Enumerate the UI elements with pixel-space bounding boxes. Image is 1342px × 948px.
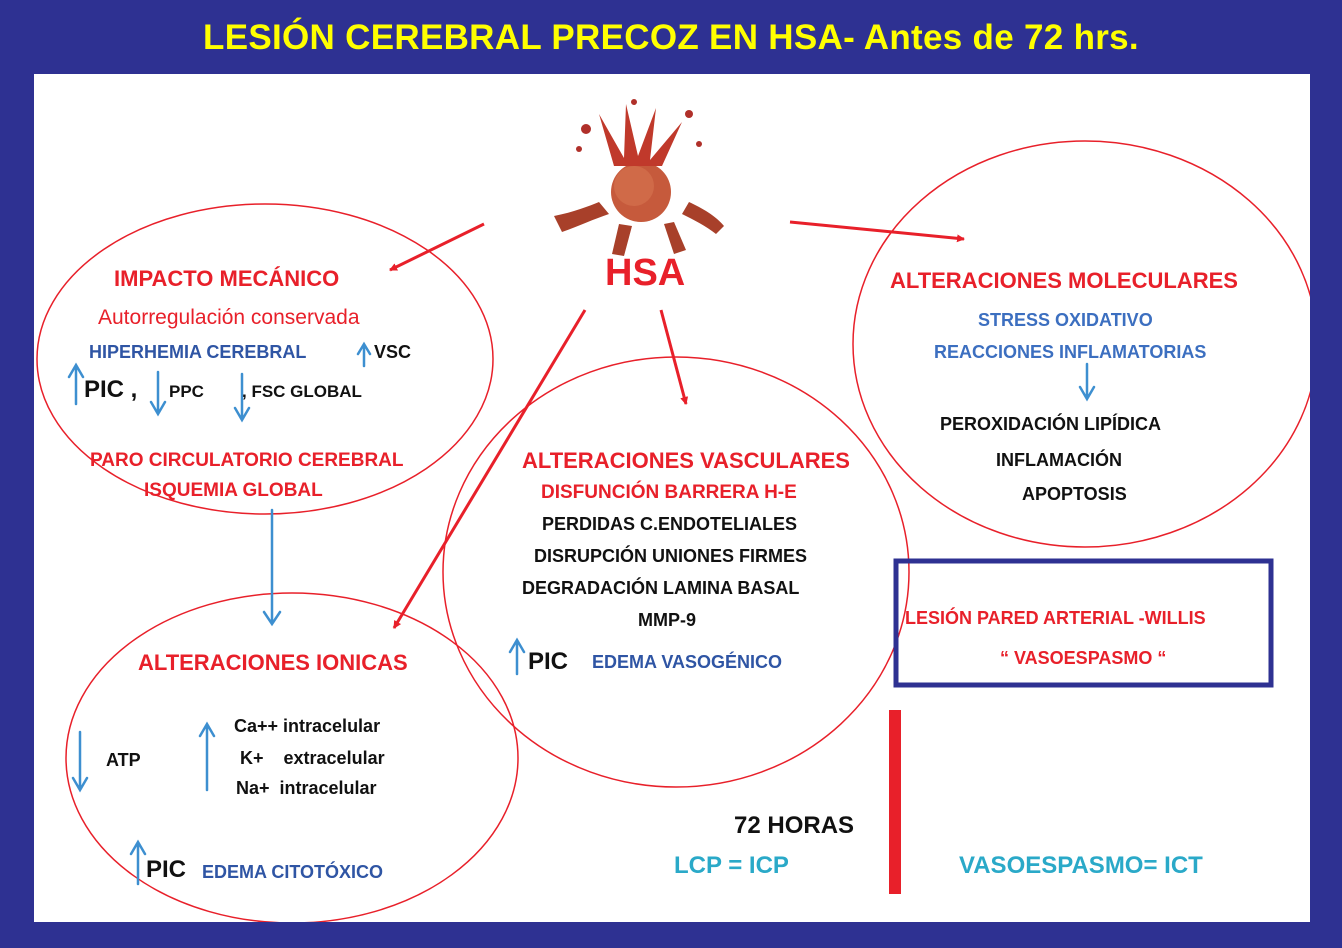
diagram-canvas: HSA IMPACTO MECÁNICO Autorregulación con… [34,74,1310,922]
timeline-vasoespasmo: VASOESPASMO= ICT [959,852,1203,879]
ionicas-atp: ATP [106,750,141,770]
moleculares-ellipse [852,140,1310,548]
moleculares-reacciones: REACCIONES INFLAMATORIAS [934,342,1207,362]
hsa-label: HSA [605,252,686,294]
mecanico-heading: IMPACTO MECÁNICO [114,266,340,291]
ionicas-pic-up-arrow [129,839,147,886]
moleculares-item-1: PEROXIDACIÓN LIPÍDICA [940,414,1162,434]
blue-indicator-arrows [67,341,1096,886]
moleculares-down-arrow [1078,362,1096,402]
moleculares-item-2: INFLAMACIÓN [996,450,1122,470]
arrow-hsa-to-moleculares [789,220,965,243]
mecanico-hiperhemia: HIPERHEMIA CEREBRAL [89,342,307,362]
timeline-horas: 72 HORAS [734,812,855,839]
vasculares-disfuncion: DISFUNCIÓN BARRERA H-E [541,482,797,503]
mecanico-vsc: VSC [374,342,412,362]
vasculares-item-2: DISRUPCIÓN UNIONES FIRMES [534,546,808,566]
vasculares-ellipse [442,356,910,788]
mecanico-ellipse [36,203,494,515]
pared-arterial-box [893,558,1274,688]
moleculares-stress: STRESS OXIDATIVO [978,310,1153,330]
mecanico-paro: PARO CIRCULATORIO CEREBRAL [90,450,404,471]
ionicas-k: K+ extracelular [240,748,385,768]
pic-up-arrow [67,362,85,406]
pared-line-1: LESIÓN PARED ARTERIAL -WILLIS [905,608,1206,628]
page-title: LESIÓN CEREBRAL PRECOZ EN HSA- Antes de … [203,18,1139,57]
moleculares-heading: ALTERACIONES MOLECULARES [890,268,1238,293]
pared-line-2: “ VASOESPASMO “ [1000,648,1167,668]
timeline-lcp: LCP = ICP [674,852,789,879]
mecanico-ppc: PPC [169,382,204,401]
diagram-shapes [36,99,1310,922]
moleculares-item-3: APOPTOSIS [1022,484,1127,504]
vasculares-pic-up-arrow [508,637,526,676]
atp-down-arrow [71,730,89,793]
ions-up-arrow [198,721,216,792]
vasculares-item-3: DEGRADACIÓN LAMINA BASAL [522,578,800,598]
ionicas-heading: ALTERACIONES IONICAS [138,650,408,675]
ionicas-ca: Ca++ intracelular [234,716,381,736]
ionicas-pic: PIC [146,856,187,883]
mecanico-autorregulacion: Autorregulación conservada [98,306,360,329]
vasculares-item-4: MMP-9 [638,610,696,630]
arrow-hsa-to-mecanico [389,222,485,272]
arrow-hsa-to-ionicas [392,309,587,629]
arrow-hsa-to-vasculares [659,309,689,405]
vsc-up-arrow [356,341,372,368]
mecanico-fsc: , FSC GLOBAL [242,382,362,401]
ionicas-ellipse [65,592,519,922]
vasculares-edema: EDEMA VASOGÉNICO [592,652,783,672]
arrow-mecanico-to-ionicas [262,508,282,627]
ionicas-na: Na+ intracelular [236,778,377,798]
ionicas-edema: EDEMA CITOTÓXICO [202,862,384,882]
mecanico-isquemia: ISQUEMIA GLOBAL [144,480,323,501]
vasculares-pic: PIC [528,648,569,675]
vasculares-item-1: PERDIDAS C.ENDOTELIALES [542,514,798,534]
aneurysm-icon [554,99,724,256]
mecanico-pic: PIC , [84,376,138,403]
vasculares-heading: ALTERACIONES VASCULARES [522,448,850,473]
timeline-bar [889,710,901,894]
ppc-down-arrow [149,370,167,417]
fsc-down-arrow [233,372,251,423]
